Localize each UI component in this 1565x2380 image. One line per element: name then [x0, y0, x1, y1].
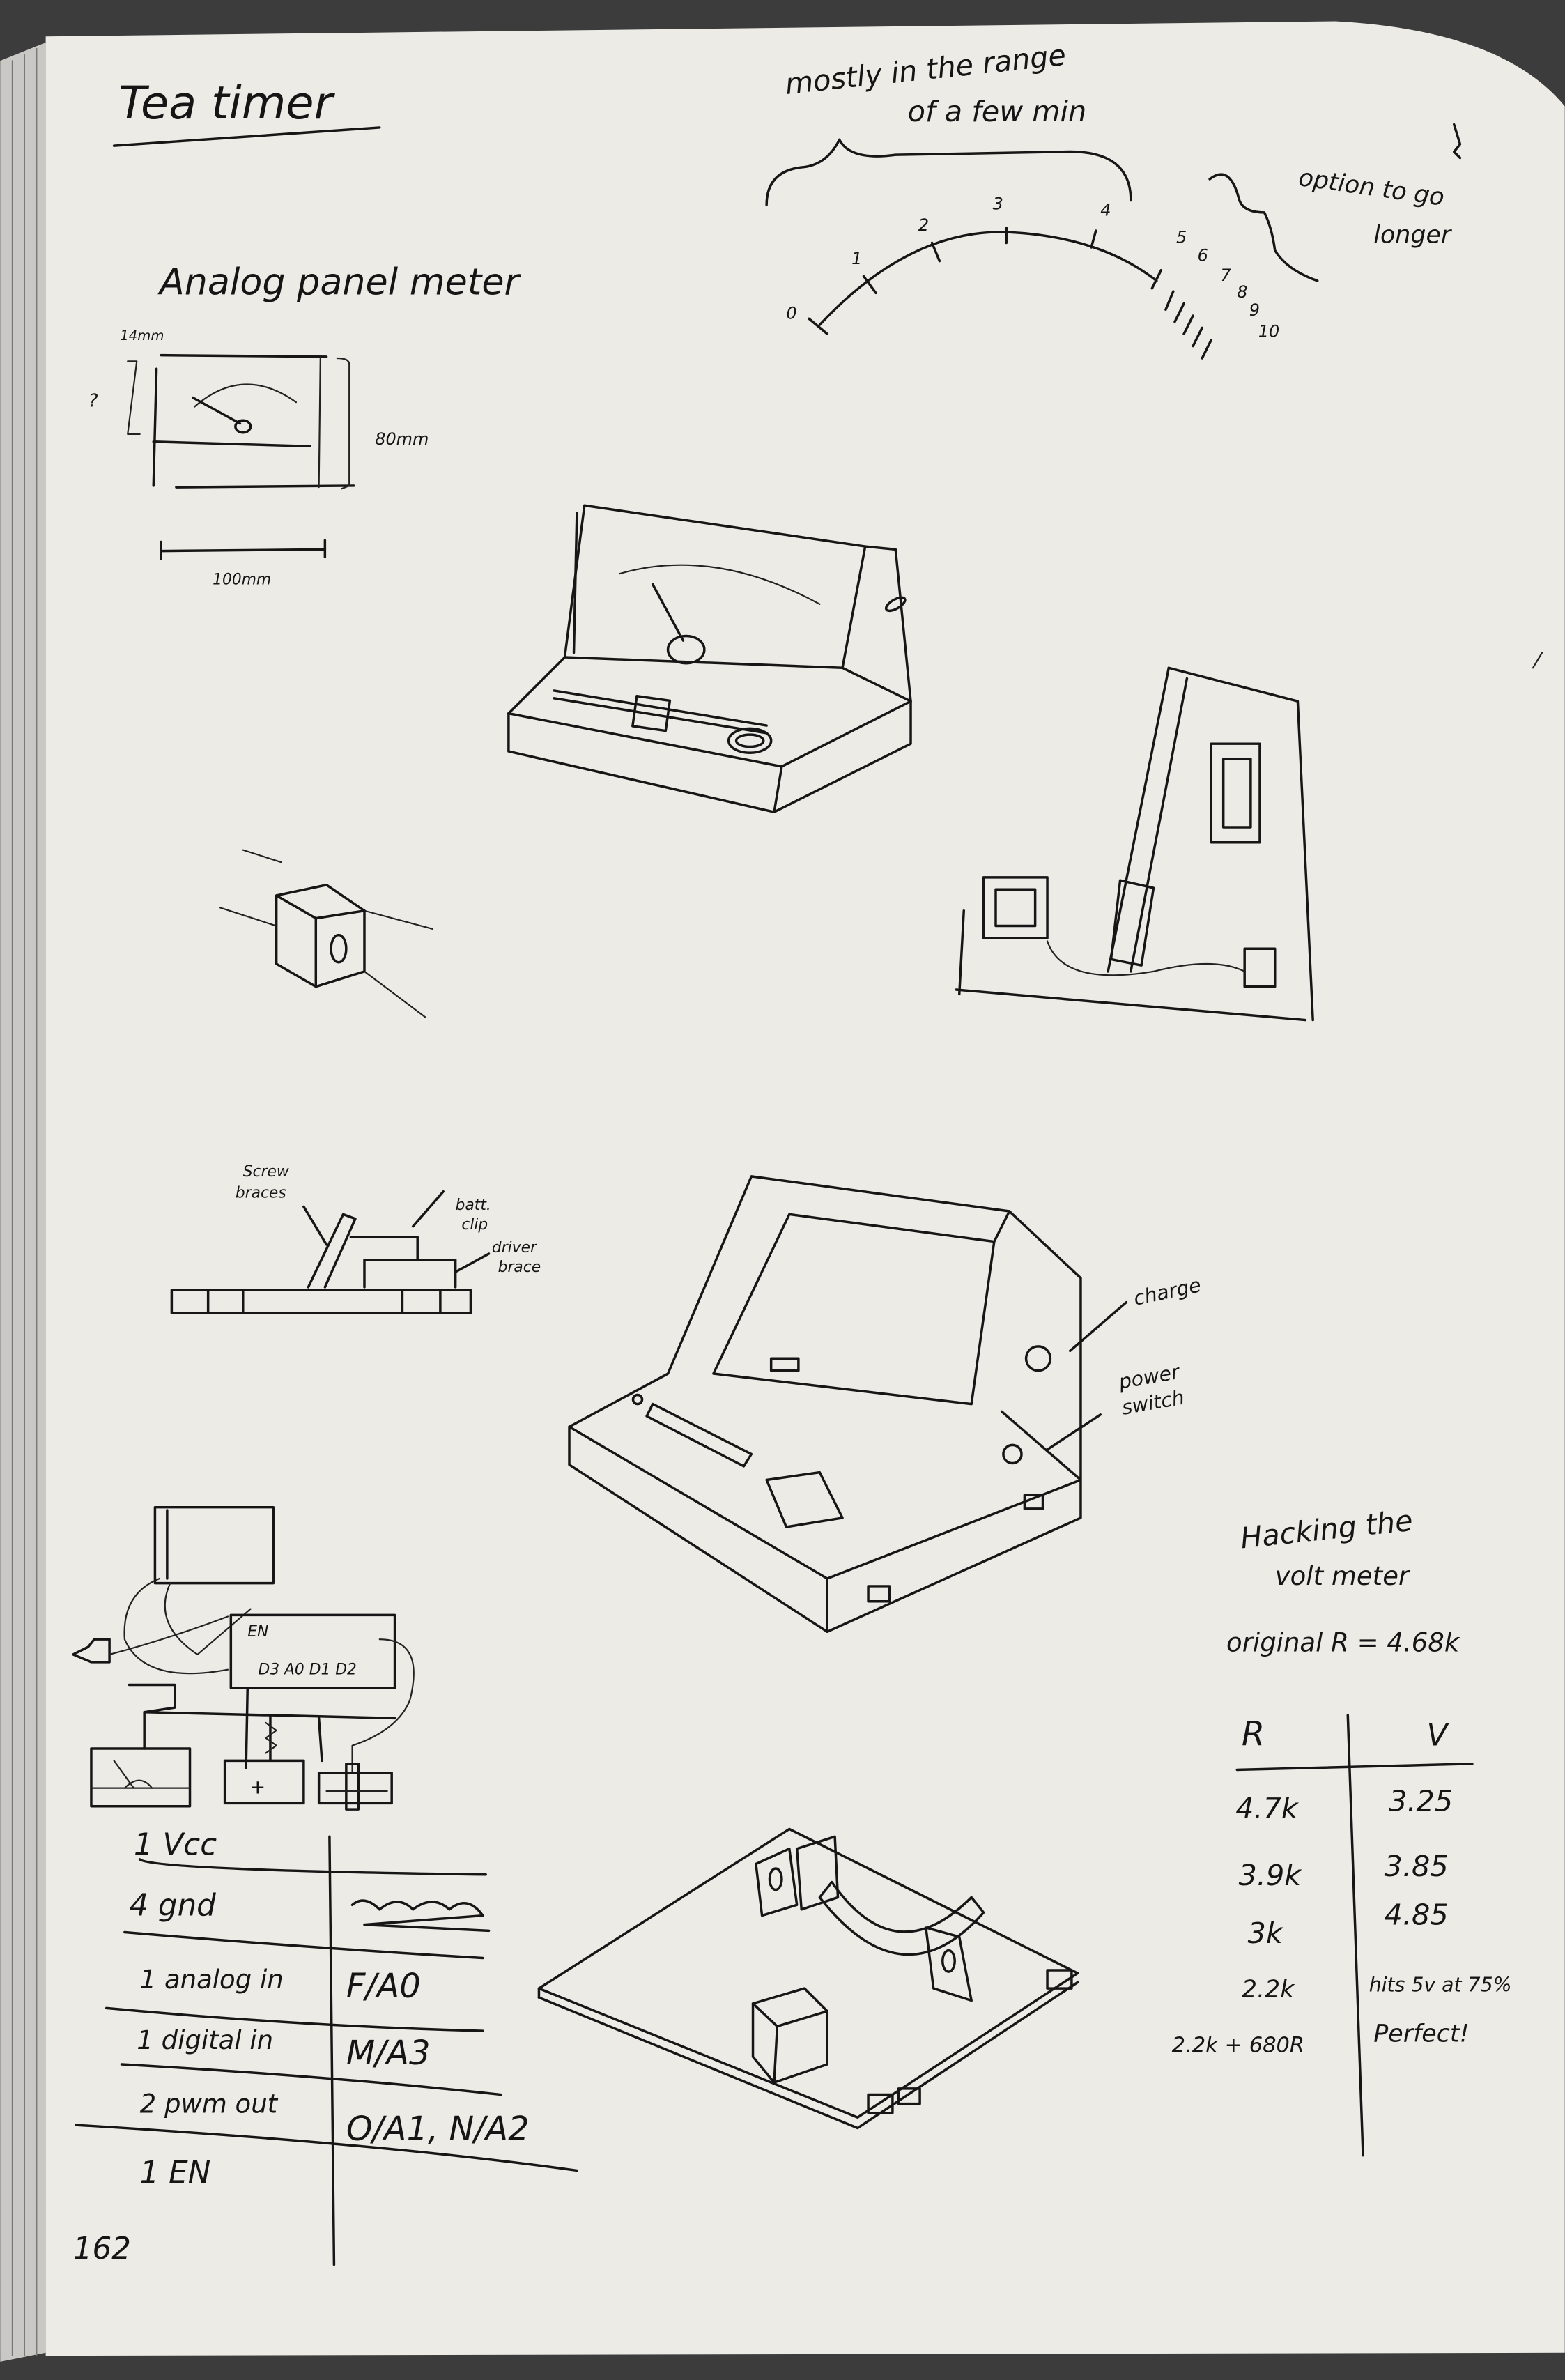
voltage-value: Perfect!	[1373, 2020, 1469, 2048]
voltage-value: 3.25	[1389, 1784, 1453, 1818]
button-plus-label: +	[251, 1774, 265, 1801]
pin-need: 2 pwm out	[140, 2089, 279, 2119]
dial-label: 6	[1198, 246, 1208, 266]
dial-ticks	[808, 226, 1213, 360]
dial-label: 8	[1237, 282, 1247, 302]
page-title: Tea timer	[118, 77, 335, 130]
pin-assignment: M/A3	[346, 2034, 431, 2073]
batt-clip-label: batt.	[456, 1197, 491, 1214]
volt-meter-notes: Hacking the volt meter original R = 4.68…	[1172, 1504, 1512, 2157]
brace-side-sketch: Screw braces batt. clip driver brace	[170, 1163, 541, 1314]
dial-label: 4	[1100, 200, 1111, 220]
pin-need: 1 analog in	[140, 1965, 284, 1995]
panel-meter-sketch: Analog panel meter 14mm ? 80mm 100mm	[88, 261, 522, 589]
page-stack-lines	[11, 47, 38, 2357]
pin-need: 4 gnd	[129, 1889, 216, 1924]
screw-braces-label: Screw	[243, 1163, 289, 1181]
range-brace	[765, 138, 1132, 206]
page-stack-edge	[0, 42, 46, 2362]
dial-label: 10	[1258, 322, 1279, 341]
scribbled-out-text	[350, 1899, 491, 1933]
resistance-value: 2.2k	[1242, 1976, 1295, 2004]
note-longer-line2: longer	[1373, 221, 1453, 249]
column-header-v: V	[1427, 1719, 1450, 1753]
unknown-dim: ?	[88, 391, 98, 412]
pin-assignment: O/A1, N/A2	[346, 2110, 530, 2149]
dial-label: 7	[1220, 266, 1231, 285]
meter-enclosure-sketch	[507, 504, 912, 813]
screw-braces-label: braces	[236, 1184, 286, 1201]
side-cutaway-sketch	[955, 652, 1543, 1022]
brace-labels: Screw braces batt. clip driver brace	[236, 1163, 541, 1276]
dial-label: 5	[1176, 227, 1187, 247]
stray-mark	[1452, 123, 1462, 160]
voltage-value: hits 5v at 75%	[1369, 1973, 1512, 1996]
dial-label: 2	[918, 215, 929, 235]
resistance-value: 3k	[1248, 1917, 1284, 1950]
note-range-line2: of a few min	[908, 95, 1087, 128]
board-en-label: EN	[247, 1623, 268, 1641]
depth-dim: 14mm	[120, 328, 164, 344]
dial-label: 9	[1249, 300, 1260, 320]
dial-label: 1	[851, 249, 862, 268]
height-dim: 80mm	[375, 429, 429, 449]
paper	[45, 21, 1565, 2356]
width-dim: 100mm	[213, 571, 271, 589]
driver-brace-label: brace	[498, 1259, 541, 1276]
dial-arc	[818, 231, 1158, 326]
resistance-value: 2.2k + 680R	[1172, 2034, 1304, 2058]
original-resistance: original R = 4.68k	[1226, 1628, 1460, 1658]
dial-label: 0	[786, 303, 796, 323]
dial-label: 3	[993, 194, 1003, 214]
longer-brace	[1208, 173, 1319, 282]
dial-labels: 0 1 2 3 4 5 6 7 8 9 10	[786, 194, 1279, 341]
enclosure-sketch: charge power switch	[568, 1175, 1203, 1634]
title-underline	[112, 126, 381, 147]
wiring-schematic: EN D3 A0 D1 D2 +	[72, 1505, 415, 1811]
volt-heading: volt meter	[1275, 1561, 1411, 1591]
voltage-value: 3.85	[1385, 1850, 1449, 1883]
pin-need: 1 EN	[140, 2156, 211, 2190]
pin-table: 1 Vcc 4 gnd 1 analog in 1 digital in 2 p…	[73, 1827, 578, 2266]
base-plate-sketch	[537, 1827, 1079, 2130]
column-header-r: R	[1242, 1716, 1265, 1754]
driver-brace-label: driver	[492, 1239, 538, 1257]
resistance-value: 4.7k	[1235, 1792, 1300, 1825]
batt-clip-label: clip	[461, 1216, 488, 1234]
voltage-value: 4.85	[1385, 1898, 1449, 1932]
page-number: 162	[73, 2232, 131, 2266]
panel-meter-heading: Analog panel meter	[157, 261, 522, 304]
pin-need: 1 digital in	[137, 2025, 273, 2055]
cube-part-sketch	[219, 849, 434, 1018]
resistance-value: 3.9k	[1238, 1859, 1302, 1892]
title-block: Tea timer	[112, 77, 381, 147]
pin-assignment: F/A0	[346, 1967, 421, 2006]
pin-need: 1 Vcc	[134, 1827, 217, 1862]
board-pins-label: D3 A0 D1 D2	[259, 1661, 357, 1678]
